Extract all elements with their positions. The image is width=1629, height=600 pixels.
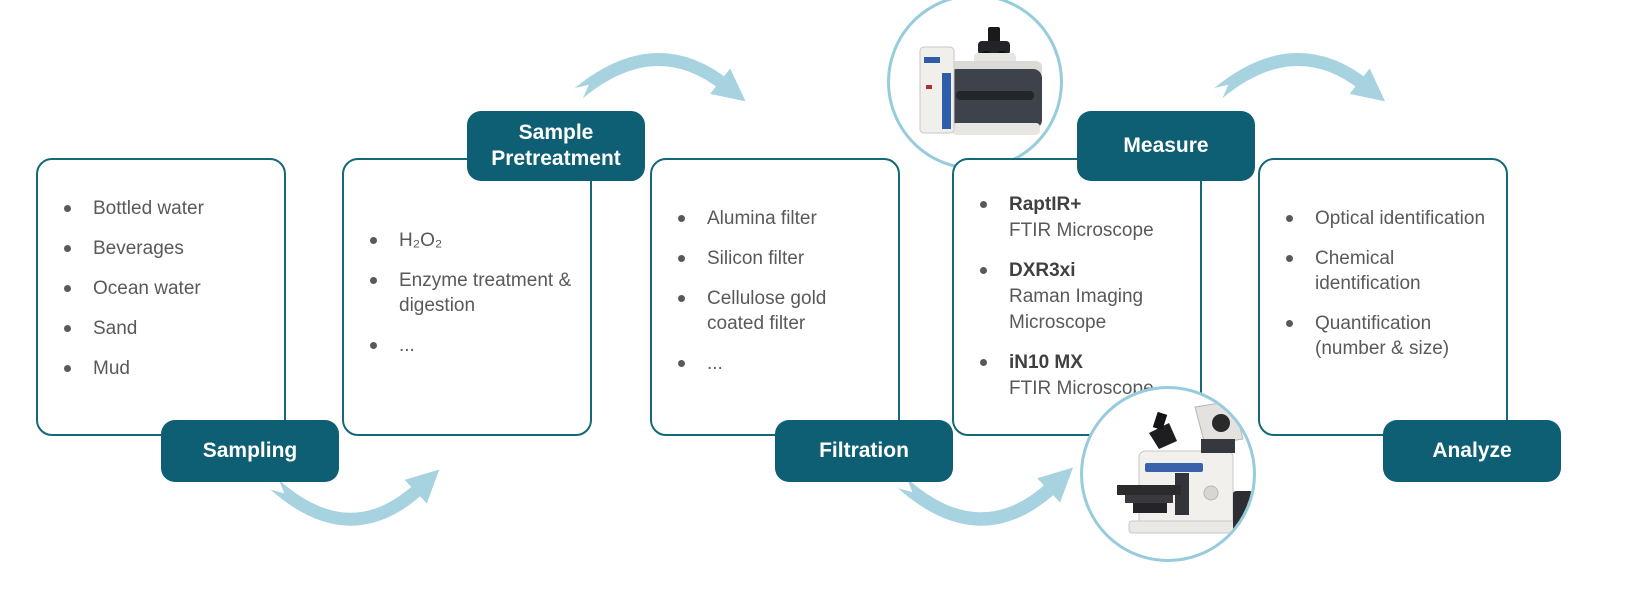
list-item: Bottled water bbox=[38, 196, 284, 221]
product-name: iN10 MX bbox=[1009, 352, 1083, 373]
step-box-sampling: Bottled water Beverages Ocean water Sand… bbox=[36, 158, 286, 436]
step-box-filtration: Alumina filter Silicon filter Cellulose … bbox=[650, 158, 900, 436]
bullet-icon bbox=[370, 342, 377, 349]
list-item-label: Chemical identification bbox=[1315, 248, 1421, 294]
list-item: Ocean water bbox=[38, 276, 284, 301]
bullet-icon bbox=[1286, 320, 1293, 327]
instrument-circle-bottom bbox=[1080, 386, 1256, 562]
list-item: Chemical identification bbox=[1260, 246, 1506, 296]
product-description: FTIR Microscope bbox=[1009, 220, 1154, 241]
bullet-icon bbox=[980, 267, 987, 274]
list-item-label: Alumina filter bbox=[707, 208, 817, 229]
list-item-label: Optical identification bbox=[1315, 208, 1486, 229]
step-label-sample-pretreatment: Sample Pretreatment bbox=[467, 111, 645, 181]
list-item-label: Beverages bbox=[93, 238, 184, 259]
list-item-label: ... bbox=[707, 353, 723, 374]
list-item: Optical identification bbox=[1260, 206, 1506, 231]
step-box-sample-pretreatment: H₂O₂ Enzyme treatment & digestion ... bbox=[342, 158, 592, 436]
list-item-label: H₂O₂ bbox=[399, 230, 443, 251]
bullet-icon bbox=[678, 360, 685, 367]
product-description: Raman Imaging Microscope bbox=[1009, 286, 1144, 333]
bullet-icon bbox=[980, 359, 987, 366]
list-item: Beverages bbox=[38, 236, 284, 261]
instrument-circle-top bbox=[887, 0, 1063, 170]
bullet-icon bbox=[64, 365, 71, 372]
list-item-label: Mud bbox=[93, 358, 130, 379]
list-item-label: Quantification (number & size) bbox=[1315, 313, 1450, 359]
list-item-label: Sand bbox=[93, 318, 138, 339]
list-item-label: Silicon filter bbox=[707, 248, 805, 269]
arrow-measure-to-analyze-icon bbox=[1212, 53, 1386, 102]
bullet-icon bbox=[64, 245, 71, 252]
bullet-icon bbox=[64, 325, 71, 332]
list-item: Silicon filter bbox=[652, 246, 898, 271]
list-item-label: Ocean water bbox=[93, 278, 201, 299]
ftir-microscope-photo bbox=[1117, 400, 1253, 534]
list-item: Alumina filter bbox=[652, 206, 898, 231]
ftir-microscope-photo bbox=[919, 27, 1042, 135]
list-item: Mud bbox=[38, 356, 284, 381]
list-item: iN10 MX FTIR Microscope bbox=[954, 350, 1200, 402]
step-label-measure: Measure bbox=[1077, 111, 1255, 181]
bullet-icon bbox=[678, 215, 685, 222]
bullet-icon bbox=[64, 285, 71, 292]
list-item-label: Cellulose gold coated filter bbox=[707, 288, 827, 334]
list-item: H₂O₂ bbox=[344, 228, 590, 253]
list-item-label: ... bbox=[399, 335, 415, 356]
bullet-icon bbox=[64, 205, 71, 212]
list-item-label: Enzyme treatment & digestion bbox=[399, 270, 572, 316]
bullet-icon bbox=[1286, 215, 1293, 222]
bullet-icon bbox=[370, 237, 377, 244]
list-item: RaptIR+ FTIR Microscope bbox=[954, 192, 1200, 244]
step-label-filtration: Filtration bbox=[775, 420, 953, 482]
product-name: RaptIR+ bbox=[1009, 194, 1082, 215]
arrow-sampling-loop-icon bbox=[268, 469, 440, 526]
arrow-filtration-to-measure-icon bbox=[896, 467, 1074, 526]
list-item: Sand bbox=[38, 316, 284, 341]
step-label-sampling: Sampling bbox=[161, 420, 339, 482]
list-item: ... bbox=[344, 333, 590, 358]
bullet-icon bbox=[370, 277, 377, 284]
bullet-icon bbox=[980, 201, 987, 208]
list-item: Cellulose gold coated filter bbox=[652, 286, 898, 336]
step-box-analyze: Optical identification Chemical identifi… bbox=[1258, 158, 1508, 436]
bullet-icon bbox=[1286, 255, 1293, 262]
product-name: DXR3xi bbox=[1009, 260, 1076, 281]
arrow-sampling-to-pretreatment-icon bbox=[573, 53, 746, 102]
list-item: Quantification (number & size) bbox=[1260, 311, 1506, 361]
list-item: Enzyme treatment & digestion bbox=[344, 268, 590, 318]
bullet-icon bbox=[678, 295, 685, 302]
product-description: FTIR Microscope bbox=[1009, 378, 1154, 399]
step-label-analyze: Analyze bbox=[1383, 420, 1561, 482]
bullet-icon bbox=[678, 255, 685, 262]
list-item: ... bbox=[652, 351, 898, 376]
list-item-label: Bottled water bbox=[93, 198, 204, 219]
